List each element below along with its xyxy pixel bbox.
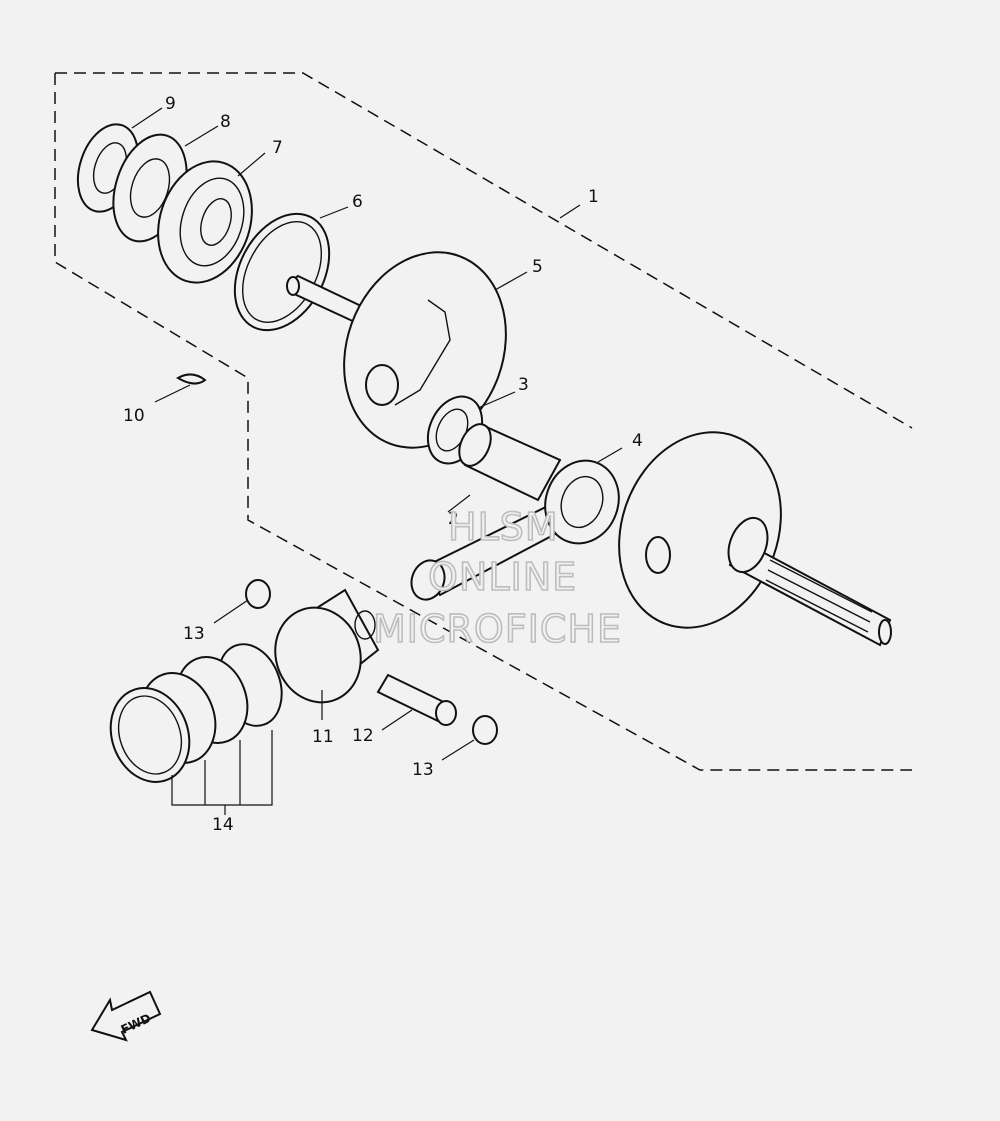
callout-13b: 13: [412, 760, 434, 780]
callout-4: 4: [632, 431, 643, 451]
fwd-arrow-icon: FWD: [90, 990, 162, 1042]
callout-10: 10: [123, 406, 145, 426]
callout-14: 14: [212, 815, 234, 835]
crank-right[interactable]: [593, 409, 892, 650]
part-4-connecting-rod[interactable]: [406, 450, 630, 604]
callout-12: 12: [352, 726, 374, 746]
callout-3: 3: [518, 375, 529, 395]
watermark-line-1: HLSM: [448, 505, 559, 549]
part-14-piston-rings[interactable]: [98, 635, 293, 793]
part-7-bearing[interactable]: [143, 149, 267, 295]
callout-13a: 13: [183, 624, 205, 644]
watermark-line-2: ONLINE: [428, 555, 577, 599]
part-10-key[interactable]: [176, 373, 207, 385]
callout-11: 11: [312, 727, 334, 747]
watermark-line-3: MICROFICHE: [373, 607, 622, 651]
callout-7: 7: [272, 138, 283, 158]
callout-5: 5: [532, 257, 543, 277]
assembly-boundary: [54, 72, 913, 771]
callout-9: 9: [165, 94, 176, 114]
callout-2: 2: [448, 509, 459, 529]
part-13-clip-a[interactable]: [245, 579, 271, 609]
part-13-clip-b[interactable]: [472, 715, 498, 745]
part-12-piston-pin[interactable]: [376, 673, 457, 726]
callout-8: 8: [220, 112, 231, 132]
part-11-piston[interactable]: [262, 588, 380, 714]
part-2-crank-pin[interactable]: [453, 419, 562, 502]
callout-1: 1: [588, 187, 599, 207]
leader-lines: [131, 107, 623, 815]
callout-6: 6: [352, 192, 363, 212]
